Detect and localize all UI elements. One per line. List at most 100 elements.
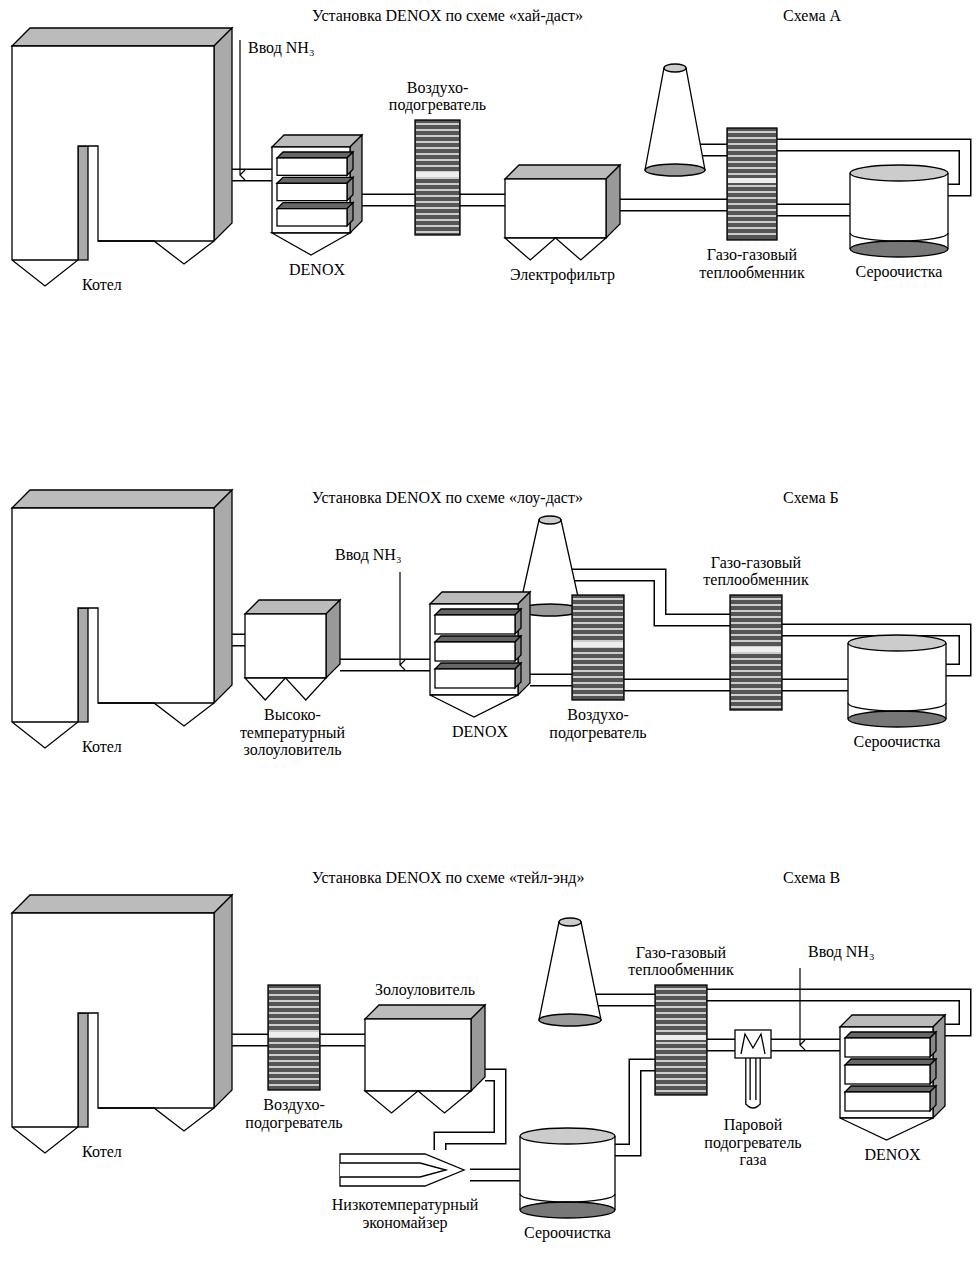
- duct-inner: [460, 195, 505, 205]
- heater-symbol: [268, 985, 320, 1090]
- shape-part: [840, 1118, 933, 1140]
- shape-part: [947, 173, 948, 249]
- shape-part: [728, 215, 776, 217]
- shape-part: [12, 490, 232, 748]
- shape-part: [78, 146, 88, 260]
- shape-part: [728, 143, 776, 145]
- shape-part: [731, 658, 781, 660]
- shape-part: [269, 1024, 319, 1026]
- shape-part: [731, 694, 781, 696]
- shape-part: [12, 490, 232, 508]
- shape-part: [845, 1038, 930, 1057]
- shape-part: [731, 688, 781, 690]
- shape-part: [731, 664, 781, 666]
- shape-part: [606, 165, 620, 238]
- nh3-feed: [240, 40, 805, 1050]
- shape-part: [416, 225, 459, 227]
- shape-part: [245, 600, 340, 700]
- shape-part: [416, 213, 459, 215]
- equipment-label: DENOX: [843, 1146, 943, 1164]
- shape-part: [573, 640, 623, 642]
- equipment-node: Сероочистка: [848, 635, 946, 727]
- shape-part: [272, 233, 350, 255]
- shape-part: [415, 120, 460, 235]
- chimney-body: [539, 922, 601, 1020]
- equipment-node: Электрофильтр: [505, 165, 620, 260]
- shape-part: [286, 678, 327, 700]
- shape-part: [656, 988, 706, 990]
- equipment-node: Высоко- температурный золоуловитель: [245, 600, 340, 700]
- shape-part: [347, 177, 353, 200]
- shape-part: [12, 241, 214, 260]
- equipment-label: Котел: [82, 1143, 142, 1161]
- duct-outline: [460, 194, 505, 207]
- gas-duct: [707, 1045, 735, 1046]
- shape-part: [656, 1030, 706, 1032]
- shape-part: [78, 1013, 88, 1127]
- shape-part: [12, 508, 214, 748]
- equipment-node: Котел: [12, 490, 232, 750]
- shape-part: [573, 634, 623, 636]
- shape-part: [430, 695, 518, 717]
- heater-symbol: [655, 985, 707, 1095]
- shape-part: [728, 155, 776, 157]
- shape-part: [269, 988, 319, 990]
- shape-part: [365, 1005, 485, 1113]
- shape-part: [430, 592, 530, 717]
- shape-part: [840, 1027, 933, 1118]
- shape-part: [731, 700, 781, 702]
- shape-part: [269, 1042, 319, 1044]
- shape-part: [277, 203, 353, 209]
- shape-part: [573, 652, 623, 654]
- feed-arrow: [800, 968, 805, 1050]
- caption-text: Установка DENOX по схеме «хай-даст»: [312, 6, 583, 25]
- shape-part: [245, 600, 340, 614]
- shape-part: [930, 1059, 936, 1084]
- shape-part: [573, 670, 623, 672]
- duct-inner: [615, 1065, 655, 1150]
- shape-part: [728, 149, 776, 151]
- shape-part: [573, 604, 623, 606]
- shape-part: [731, 610, 781, 612]
- shape-part: [741, 1034, 765, 1054]
- equipment-node: Воздухо- подогреватель: [268, 985, 320, 1090]
- equipment-label: Золоуловитель: [360, 981, 490, 999]
- shape-part: [416, 135, 459, 137]
- shape-part: [416, 172, 459, 177]
- equipment-label: Газо-газовый теплообменник: [686, 554, 826, 589]
- duct-outline: [320, 1034, 365, 1047]
- shape-part: [572, 595, 624, 700]
- gas-duct: [777, 210, 850, 211]
- equipment-label: Низкотемпературный экономайзер: [320, 1196, 490, 1231]
- duct-outline: [232, 1034, 268, 1047]
- shape-part: [365, 1091, 418, 1113]
- shape-part: [556, 238, 607, 260]
- shape-part: [728, 173, 776, 175]
- shape-part: [845, 1032, 936, 1038]
- shape-part: [728, 185, 776, 187]
- chimney: [539, 918, 601, 1026]
- shape-part: [12, 895, 232, 1153]
- equipment-label: Сероочистка: [842, 733, 952, 751]
- equipment-node: Золоуловитель: [365, 1005, 485, 1113]
- shape-part: [731, 670, 781, 672]
- shape-part: [12, 46, 214, 286]
- equipment-label: DENOX: [435, 723, 525, 741]
- equipment-label: Паровой подогреватель газа: [698, 1116, 808, 1169]
- caption-text: Установка DENOX по схеме «тейл-энд»: [312, 868, 584, 887]
- box-symbol: [505, 165, 620, 260]
- shape-part: [416, 183, 459, 185]
- shape-part: [656, 1054, 706, 1056]
- shape-part: [847, 643, 848, 719]
- shape-part: [269, 1030, 319, 1032]
- shape-part: [848, 703, 946, 711]
- shape-part: [656, 1024, 706, 1026]
- shape-part: [573, 682, 623, 684]
- shape-part: [848, 635, 946, 651]
- equipment-node: Воздухо- подогреватель: [572, 595, 624, 700]
- shape-part: [269, 1018, 319, 1020]
- equipment-label: Газо-газовый теплообменник: [682, 246, 822, 281]
- shape-part: [848, 643, 946, 719]
- shape-part: [269, 1078, 319, 1080]
- duct-inner: [362, 195, 415, 205]
